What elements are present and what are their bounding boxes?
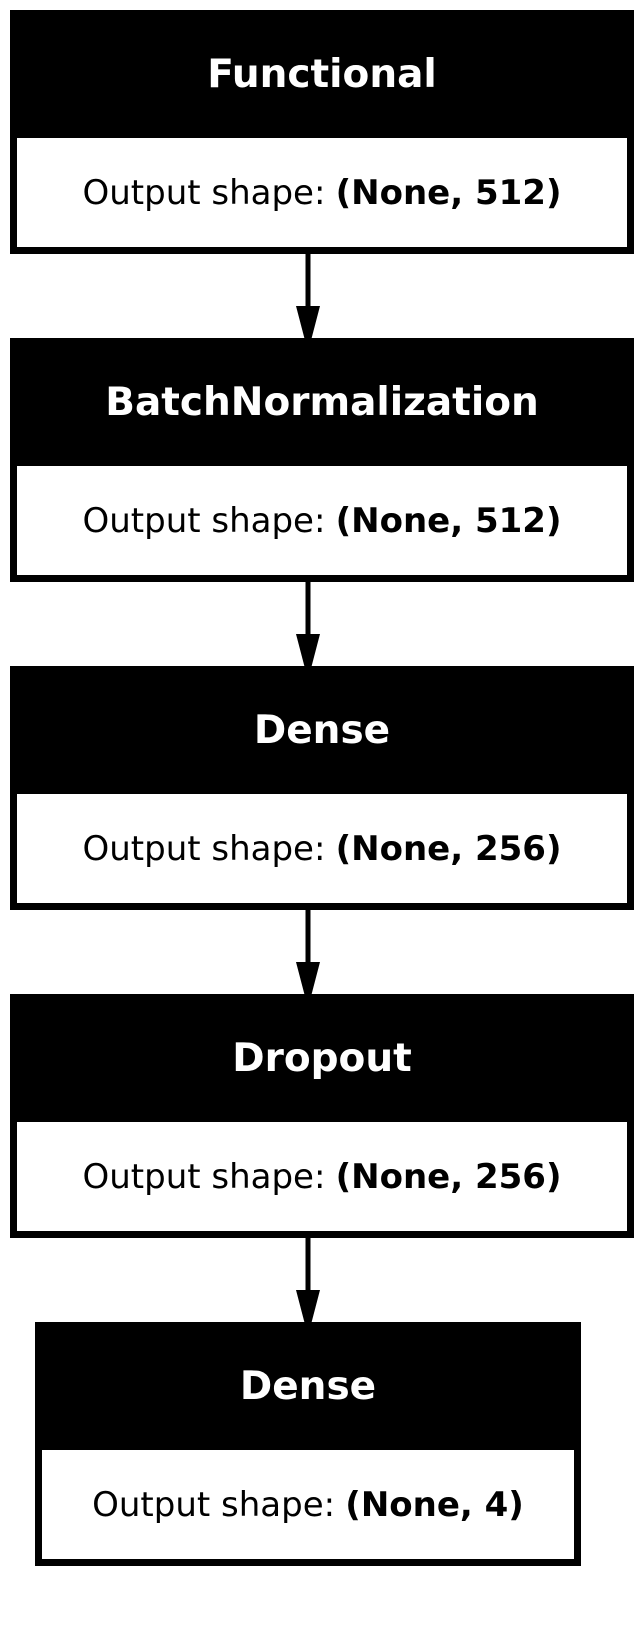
layer-name: Functional	[207, 51, 437, 97]
arrow-connector	[293, 910, 323, 1012]
output-shape-label: Output shape:	[82, 828, 326, 869]
layer-name: Dropout	[232, 1035, 412, 1081]
output-shape-value: (None, 256)	[335, 828, 562, 869]
output-shape-label: Output shape:	[92, 1484, 336, 1525]
layer-name: BatchNormalization	[105, 379, 539, 425]
arrow-down-icon	[296, 582, 320, 680]
layer-node-dense-output: Dense Output shape: (None, 4)	[35, 1322, 581, 1566]
output-shape-value: (None, 512)	[335, 172, 562, 213]
layer-node-batchnormalization: BatchNormalization Output shape: (None, …	[10, 338, 634, 582]
layer-output-shape: Output shape: (None, 256)	[17, 1122, 627, 1231]
layer-output-shape: Output shape: (None, 4)	[42, 1450, 574, 1559]
arrow-down-icon	[296, 1238, 320, 1336]
layer-output-shape: Output shape: (None, 256)	[17, 794, 627, 903]
output-shape-value: (None, 512)	[335, 500, 562, 541]
output-shape-value: (None, 4)	[345, 1484, 524, 1525]
layer-node-dropout: Dropout Output shape: (None, 256)	[10, 994, 634, 1238]
output-shape-value: (None, 256)	[335, 1156, 562, 1197]
arrow-down-icon	[296, 910, 320, 1008]
layer-name: Dense	[239, 1363, 377, 1409]
arrow-connector	[293, 1238, 323, 1340]
arrow-connector	[293, 582, 323, 684]
layer-name: Dense	[253, 707, 391, 753]
layer-node-functional: Functional Output shape: (None, 512)	[10, 10, 634, 254]
layer-output-shape: Output shape: (None, 512)	[17, 466, 627, 575]
arrow-connector	[293, 254, 323, 356]
layer-output-shape: Output shape: (None, 512)	[17, 138, 627, 247]
layer-node-dense: Dense Output shape: (None, 256)	[10, 666, 634, 910]
output-shape-label: Output shape:	[82, 500, 326, 541]
arrow-down-icon	[296, 254, 320, 352]
output-shape-label: Output shape:	[82, 1156, 326, 1197]
output-shape-label: Output shape:	[82, 172, 326, 213]
